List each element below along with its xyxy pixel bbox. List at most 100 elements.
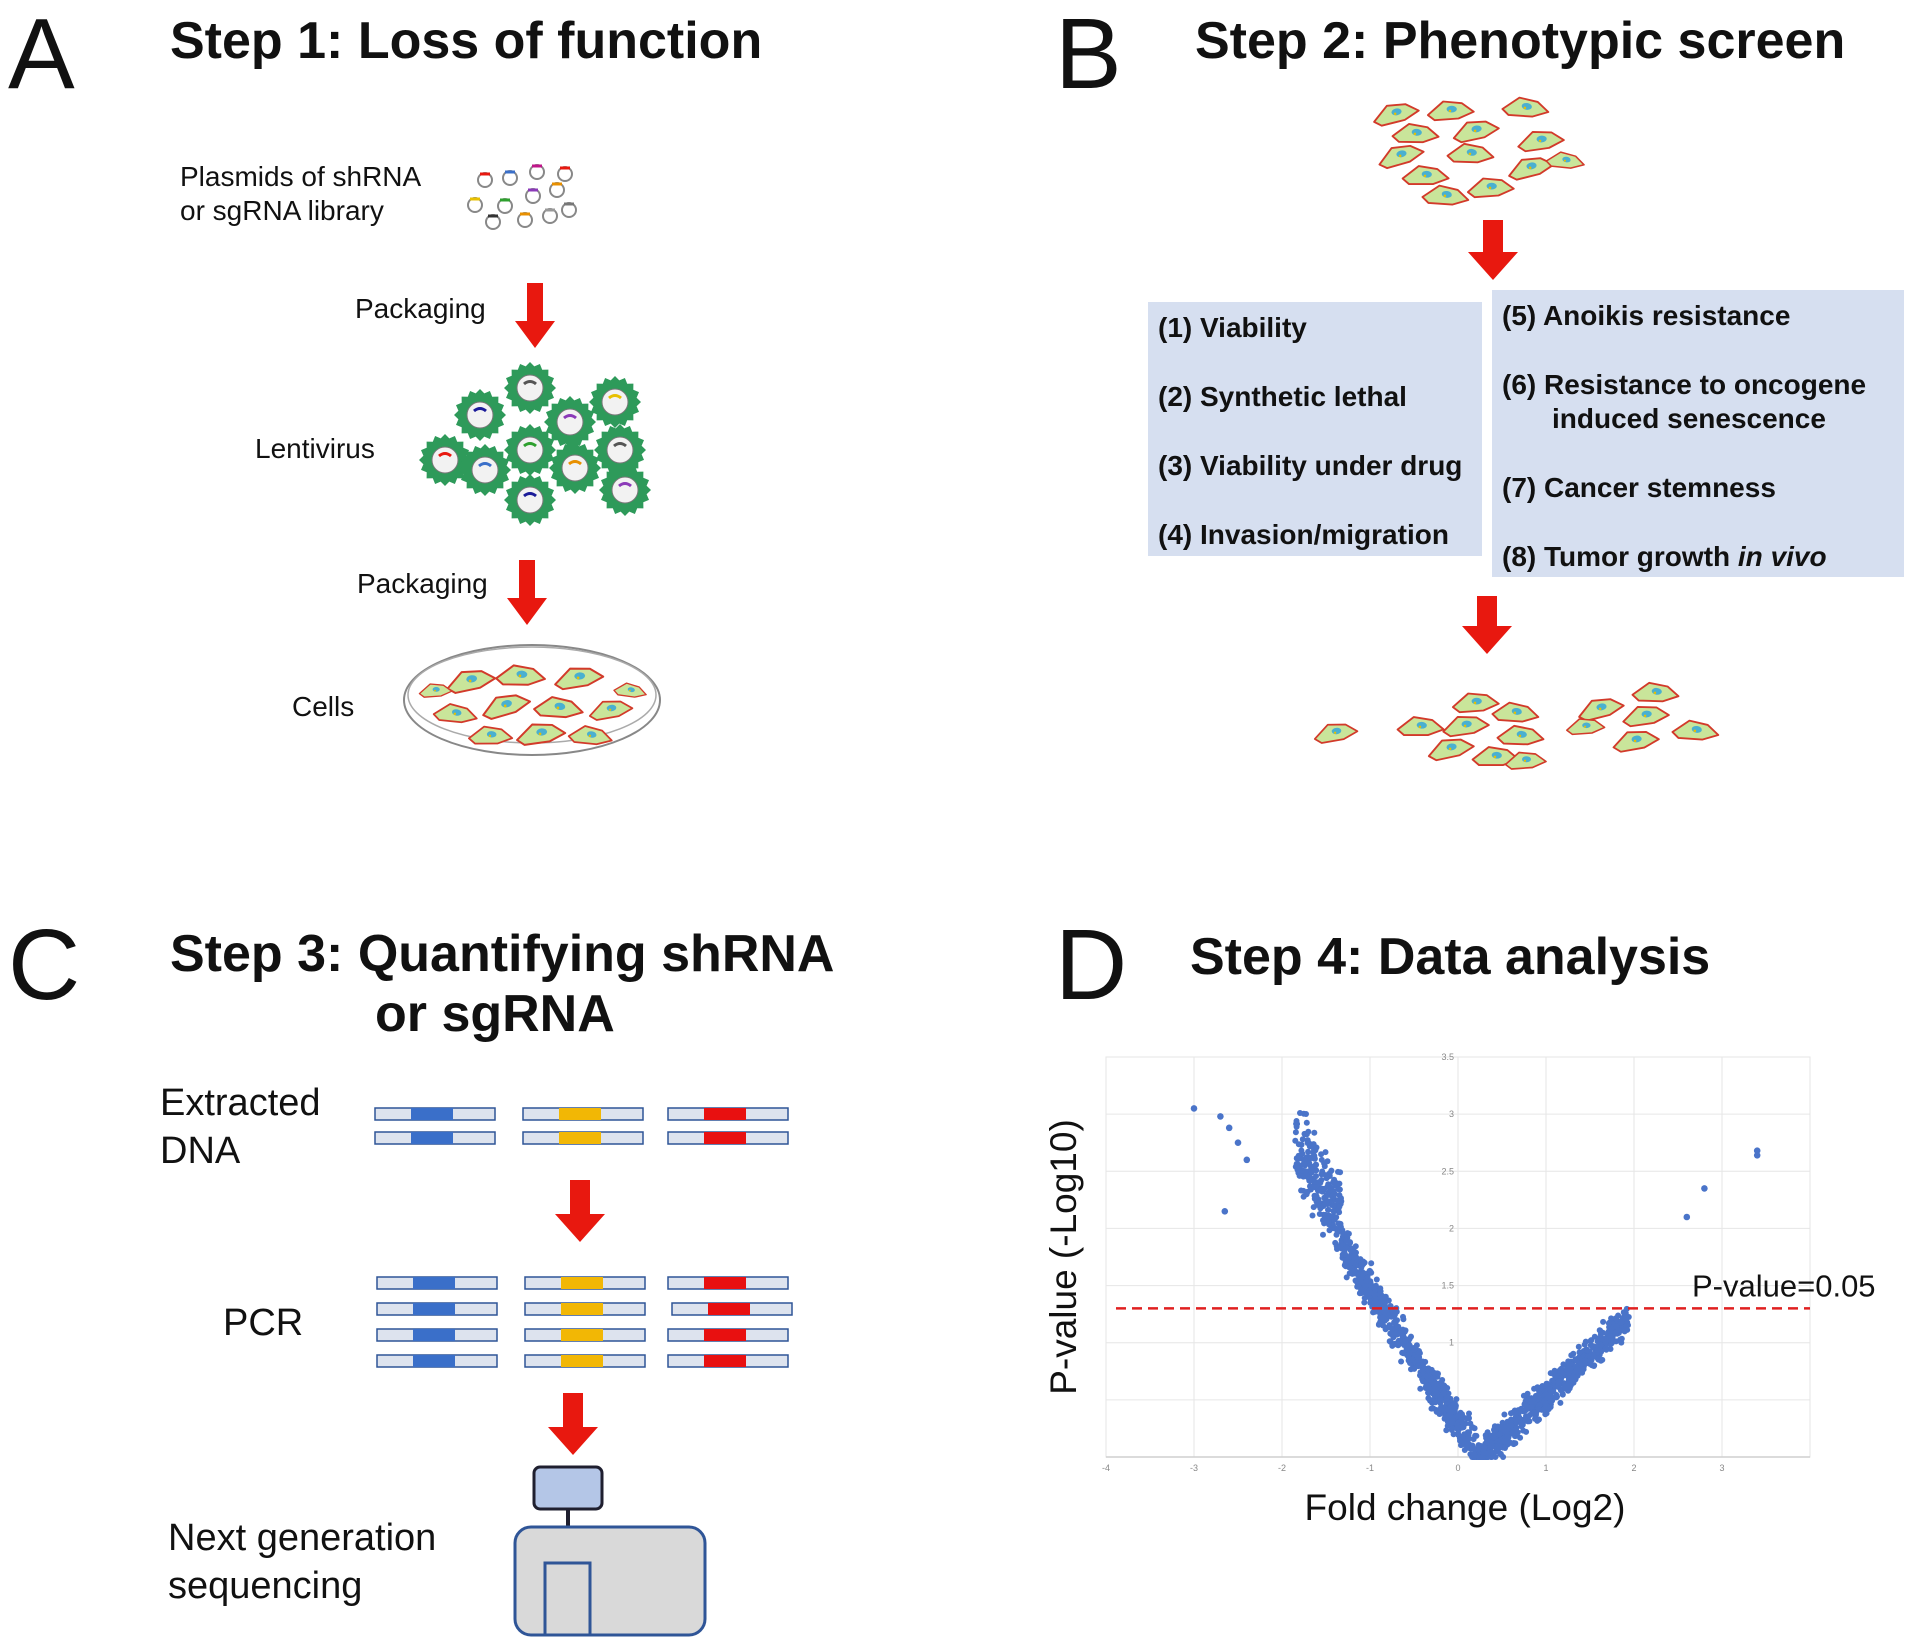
data-point xyxy=(1372,1298,1379,1305)
cell-icon xyxy=(1631,681,1680,703)
dna-strand xyxy=(667,1354,789,1368)
data-point xyxy=(1225,1124,1233,1132)
dna-strand xyxy=(667,1107,789,1121)
data-point xyxy=(1490,1434,1497,1441)
panel-letter-b: B xyxy=(1055,0,1122,110)
data-point xyxy=(1406,1342,1413,1349)
data-point xyxy=(1494,1448,1501,1455)
data-point xyxy=(1359,1271,1366,1278)
data-point xyxy=(1524,1418,1531,1425)
data-point xyxy=(1606,1333,1613,1340)
data-point xyxy=(1447,1409,1454,1416)
cell-icon xyxy=(1426,100,1475,122)
dna-strand xyxy=(671,1302,793,1316)
culture-dish-icon xyxy=(403,644,661,756)
data-point xyxy=(1503,1429,1510,1435)
virus-particle xyxy=(419,434,471,486)
data-point xyxy=(1322,1200,1329,1207)
data-point xyxy=(1354,1271,1361,1278)
data-point xyxy=(1575,1343,1582,1350)
data-point xyxy=(1573,1357,1580,1364)
data-point xyxy=(1550,1388,1557,1395)
dna-strand xyxy=(667,1131,789,1145)
data-point xyxy=(1479,1454,1486,1460)
data-point xyxy=(1377,1288,1384,1295)
data-point xyxy=(1531,1409,1538,1416)
data-point xyxy=(1427,1377,1434,1384)
data-point xyxy=(1309,1212,1316,1219)
data-point xyxy=(1414,1354,1421,1361)
data-point xyxy=(1470,1436,1477,1443)
y-tick-label: 1.5 xyxy=(1441,1281,1454,1291)
data-point xyxy=(1442,1413,1449,1420)
cell-icon xyxy=(1427,738,1475,762)
data-point xyxy=(1304,1140,1311,1146)
y-tick-label: 1 xyxy=(1449,1338,1454,1348)
cell-icon xyxy=(516,723,567,746)
data-point xyxy=(1465,1435,1472,1442)
data-point xyxy=(1361,1299,1368,1306)
data-point xyxy=(1436,1411,1443,1417)
data-point xyxy=(1488,1442,1495,1449)
cell-icon xyxy=(446,670,497,694)
data-point xyxy=(1427,1397,1434,1404)
data-point xyxy=(1302,1168,1309,1175)
dna-strand xyxy=(524,1302,646,1316)
data-point xyxy=(1475,1442,1482,1449)
data-point xyxy=(1303,1119,1310,1126)
data-point xyxy=(1454,1423,1461,1430)
virus-particle xyxy=(504,424,556,476)
data-point xyxy=(1581,1357,1588,1364)
packaging-label-2: Packaging xyxy=(357,568,488,599)
data-point xyxy=(1368,1260,1375,1267)
data-point xyxy=(1430,1381,1437,1388)
data-point xyxy=(1400,1316,1407,1323)
data-point xyxy=(1292,1129,1299,1136)
data-point xyxy=(1299,1136,1306,1143)
data-point xyxy=(1297,1110,1303,1116)
data-point xyxy=(1425,1389,1432,1396)
virus-particle xyxy=(589,376,641,428)
cells-label: Cells xyxy=(292,691,355,722)
data-point xyxy=(1315,1199,1322,1206)
data-point xyxy=(1325,1206,1331,1213)
dna-strand xyxy=(374,1107,496,1121)
down-arrow-icon xyxy=(515,283,555,348)
data-point xyxy=(1433,1390,1440,1397)
data-point xyxy=(1351,1254,1358,1260)
extracted-dna-label-line-1: Extracted xyxy=(160,1082,321,1124)
dna-strand xyxy=(522,1107,644,1121)
plasmids-label: Plasmids of shRNA or sgRNA library xyxy=(180,160,421,228)
data-point xyxy=(1600,1318,1607,1325)
phenotype-item-italic: in vivo xyxy=(1737,541,1827,572)
data-point xyxy=(1591,1362,1598,1369)
virus-particle xyxy=(594,424,646,476)
data-point xyxy=(1423,1373,1430,1380)
data-point xyxy=(1405,1352,1412,1359)
phenotype-item-text: (8) Tumor growth xyxy=(1502,541,1738,572)
data-point xyxy=(1293,1120,1300,1127)
data-point xyxy=(1307,1183,1313,1190)
cell-icon xyxy=(1452,120,1500,144)
data-point xyxy=(1343,1245,1350,1251)
data-point xyxy=(1331,1179,1338,1186)
data-point xyxy=(1518,1405,1525,1412)
data-point xyxy=(1402,1337,1409,1344)
virus-particle xyxy=(504,362,556,414)
data-point xyxy=(1420,1361,1426,1368)
phenotype-box-right xyxy=(1492,290,1904,577)
data-point xyxy=(1307,1154,1313,1161)
cell-icon xyxy=(418,683,453,698)
data-point xyxy=(1555,1378,1562,1385)
data-point xyxy=(1318,1151,1325,1158)
x-tick-label: -2 xyxy=(1278,1463,1286,1473)
data-point xyxy=(1596,1335,1603,1342)
data-point xyxy=(1321,1186,1328,1192)
phenotype-item: (2) Synthetic lethal xyxy=(1158,381,1407,412)
x-tick-label: -1 xyxy=(1366,1463,1374,1473)
data-point xyxy=(1539,1383,1546,1389)
data-point xyxy=(1508,1422,1515,1429)
data-point xyxy=(1221,1207,1229,1215)
data-point xyxy=(1335,1186,1342,1193)
data-point xyxy=(1572,1368,1579,1375)
